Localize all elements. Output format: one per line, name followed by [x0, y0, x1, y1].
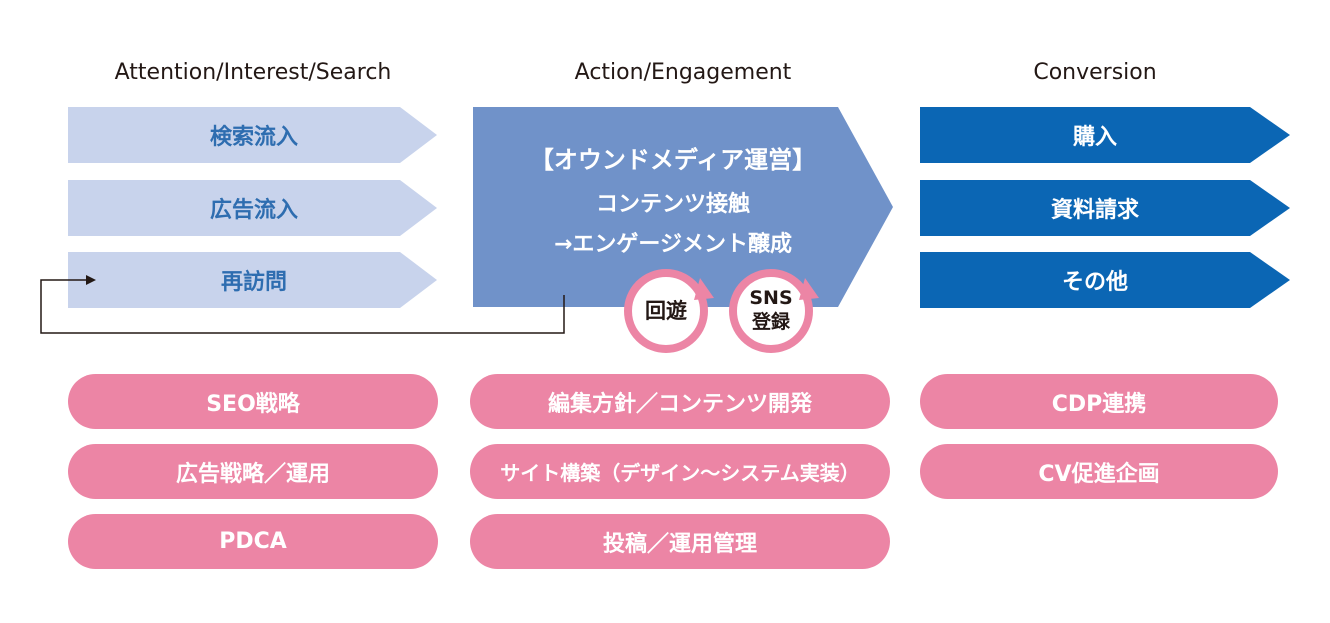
stage-arrow-purchase: [920, 107, 1290, 163]
revisit-loop-line: [40, 279, 565, 334]
cycle-arrowhead-browse: [694, 278, 714, 300]
owned-media-line1: コンテンツ接触: [595, 192, 750, 217]
owned-media-title: 【オウンドメディア運営】: [529, 146, 817, 174]
owned-media-line2: →エンゲージメント醸成: [554, 232, 792, 257]
stage-arrow-other: [920, 252, 1290, 308]
owned-media-arrow: [473, 107, 893, 307]
task-pill-cdp: CDP連携: [920, 374, 1278, 429]
stage-arrow-ads: [68, 180, 437, 236]
task-pill-posting: 投稿／運用管理: [470, 514, 890, 569]
cycle-label-sns-line2: 登録: [751, 311, 790, 333]
task-pill-site-build: サイト構築（デザイン〜システム実装）: [470, 444, 890, 499]
stage-label-purchase: 購入: [1072, 125, 1117, 150]
cycle-label-browse: 回遊: [645, 299, 687, 323]
column-heading-action: Action/Engagement: [574, 60, 792, 85]
stage-arrow-search: [68, 107, 437, 163]
cycle-ring-sns: [729, 269, 813, 353]
column-heading-attention: Attention/Interest/Search: [114, 60, 392, 85]
task-pill-cv-promotion: CV促進企画: [920, 444, 1278, 499]
task-pill-pdca: PDCA: [68, 514, 438, 569]
stage-label-document-request: 資料請求: [1050, 198, 1139, 223]
cycle-arrowhead-sns: [799, 278, 819, 300]
stage-arrow-revisit: [68, 252, 437, 308]
stage-label-other: その他: [1061, 270, 1128, 295]
task-pill-ad-strategy: 広告戦略／運用: [68, 444, 438, 499]
task-pill-seo: SEO戦略: [68, 374, 438, 429]
task-pill-editorial: 編集方針／コンテンツ開発: [470, 374, 890, 429]
stage-label-search: 検索流入: [209, 125, 298, 150]
revisit-loop-arrowhead: [86, 275, 96, 285]
cycle-ring-browse: [624, 269, 708, 353]
column-heading-conversion: Conversion: [1033, 60, 1157, 85]
stage-label-revisit: 再訪問: [220, 270, 287, 295]
stage-label-ads: 広告流入: [209, 198, 298, 223]
cycle-label-sns-line1: SNS: [749, 287, 793, 309]
stage-arrow-document-request: [920, 180, 1290, 236]
